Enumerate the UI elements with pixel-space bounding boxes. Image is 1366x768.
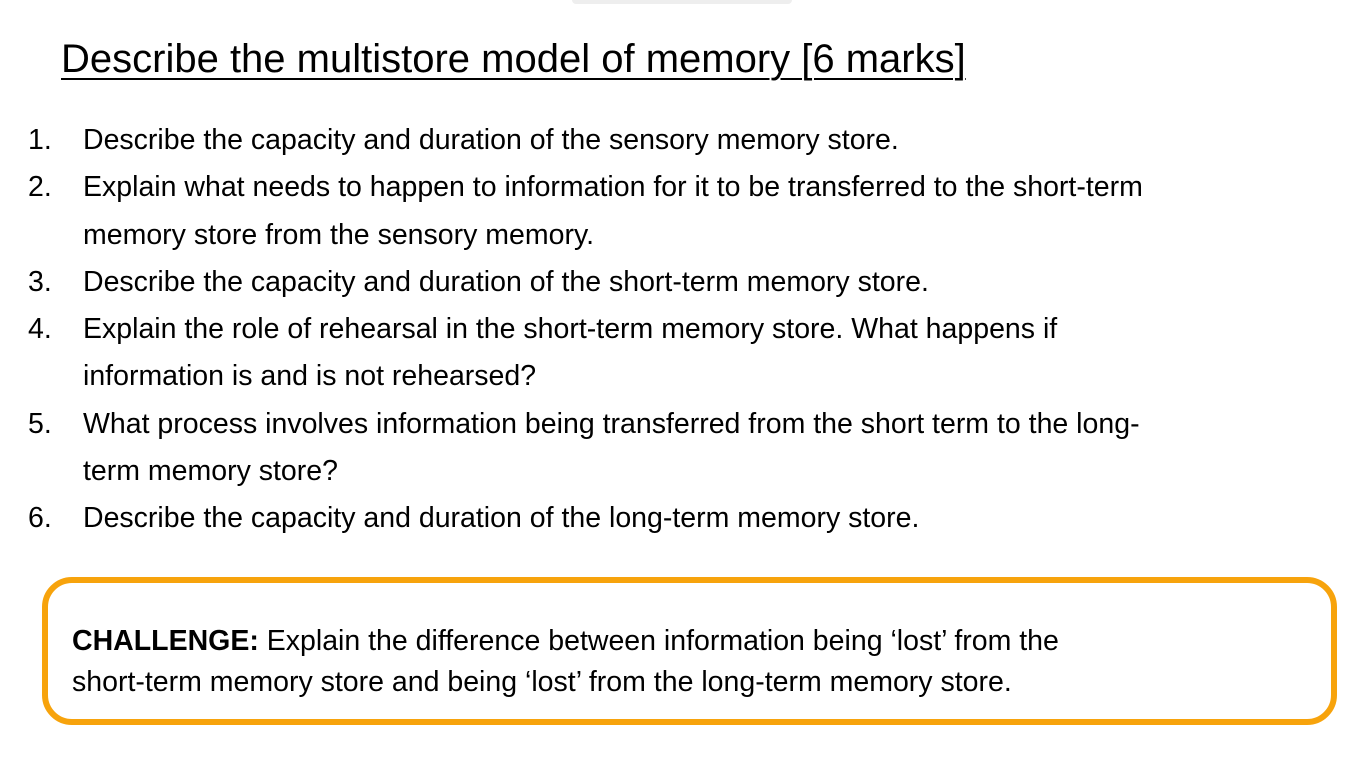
question-number: 5. — [28, 407, 52, 440]
top-tab-handle — [572, 0, 792, 4]
question-text: Explain what needs to happen to informat… — [83, 171, 1143, 251]
question-text: Describe the capacity and duration of th… — [83, 124, 899, 156]
question-item: 1. Describe the capacity and duration of… — [28, 117, 1358, 164]
question-list: 1. Describe the capacity and duration of… — [28, 117, 1358, 543]
page-title: Describe the multistore model of memory … — [61, 37, 966, 81]
question-item: 3. Describe the capacity and duration of… — [28, 259, 1358, 306]
challenge-box: CHALLENGE: Explain the difference betwee… — [42, 577, 1337, 725]
challenge-body: Explain the difference between informati… — [72, 625, 1059, 698]
question-item: 4. Explain the role of rehearsal in the … — [28, 306, 1358, 401]
challenge-label: CHALLENGE: — [72, 625, 259, 657]
question-number: 3. — [28, 265, 52, 298]
question-text: Describe the capacity and duration of th… — [83, 265, 929, 298]
question-item: 2. Explain what needs to happen to infor… — [28, 164, 1358, 259]
question-text: Explain the role of rehearsal in the sho… — [83, 313, 1058, 393]
challenge-text: CHALLENGE: Explain the difference betwee… — [72, 621, 1312, 703]
question-number: 6. — [28, 502, 52, 535]
question-text: Describe the capacity and duration of th… — [83, 502, 920, 535]
question-number: 1. — [28, 124, 52, 156]
question-item: 5. What process involves information bei… — [28, 401, 1358, 496]
question-number: 4. — [28, 313, 52, 346]
question-item: 6. Describe the capacity and duration of… — [28, 495, 1358, 542]
question-number: 2. — [28, 171, 52, 204]
question-text: What process involves information being … — [83, 407, 1140, 488]
